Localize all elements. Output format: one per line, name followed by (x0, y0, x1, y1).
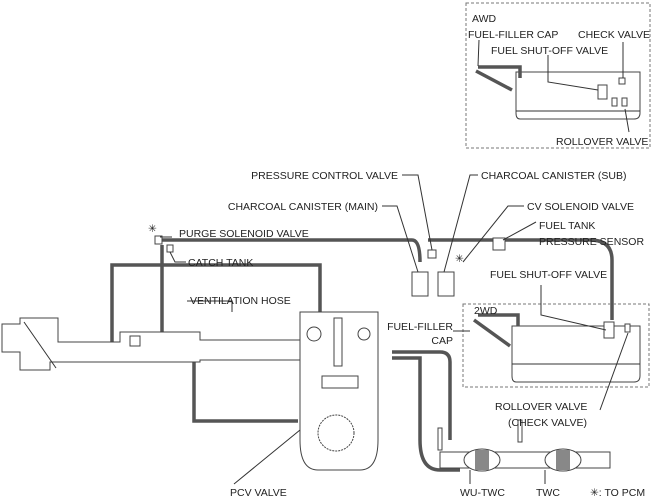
charcoal-canister-sub-shape (437, 271, 455, 297)
charcoal-canister-main-shape (411, 271, 429, 297)
wu-twc-label: WU-TWC (460, 487, 505, 499)
pressure-control-valve-shape (427, 249, 437, 259)
twowd-inset (462, 303, 650, 388)
purge-solenoid-valve-label: PURGE SOLENOID VALVE (179, 228, 309, 240)
fuel-filler-cap-label-2: CAP (431, 335, 453, 347)
rollover-valve-label-2: (CHECK VALVE) (508, 417, 587, 429)
purge-solenoid-valve-shape (154, 235, 163, 245)
awd-fuel-filler-cap-label: FUEL-FILLER CAP (468, 29, 558, 41)
awd-fuel-shutoff-valve-shape (597, 84, 608, 100)
throttle-sensor (129, 335, 141, 347)
fuel-filler-cap-label-1: FUEL-FILLER (387, 321, 453, 333)
catch-tank-shape (166, 244, 174, 253)
fuel-shutoff-valve-label: FUEL SHUT-OFF VALVE (490, 269, 607, 281)
intake-duct (1, 317, 301, 371)
canisters: ✳ ✳ (148, 223, 506, 297)
ventilation-hose-label: VENTILATION HOSE (190, 295, 291, 307)
cv-solenoid-valve-label: CV SOLENOID VALVE (527, 201, 634, 213)
awd-check-valve-label: CHECK VALVE (578, 29, 650, 41)
catch-tank-label: CATCH TANK (188, 257, 253, 269)
leader-lines (160, 174, 629, 485)
awd-inset: AWD FUEL-FILLER CAP CHECK VALVE FUEL SHU… (465, 2, 651, 149)
twc-label: TWC (536, 487, 560, 499)
charcoal-canister-sub-label: CHARCOAL CANISTER (SUB) (481, 170, 626, 182)
awd-rollover-valve-label: ROLLOVER VALVE (556, 136, 648, 148)
to-pcm-legend: ✳: TO PCM (590, 487, 645, 499)
fuel-tank-pressure-sensor-shape (492, 237, 506, 251)
awd-fuel-shutoff-valve-label: FUEL SHUT-OFF VALVE (491, 45, 608, 57)
cv-solenoid-pcm-mark: ✳ (455, 253, 464, 265)
pressure-control-valve-label: PRESSURE CONTROL VALVE (251, 170, 398, 182)
fuel-tank-pressure-sensor-label-2: PRESSURE SENSOR (539, 236, 644, 248)
awd-label: AWD (472, 13, 497, 25)
rollover-valve-shape (624, 323, 631, 333)
fuel-tank (511, 325, 641, 383)
engine (299, 311, 379, 471)
fuel-tank-pressure-sensor-label-1: FUEL TANK (539, 220, 595, 232)
pcv-valve-label: PCV VALVE (230, 487, 287, 499)
awd-fuel-tank (515, 71, 641, 120)
labels: PRESSURE CONTROL VALVE CHARCOAL CANISTER… (179, 170, 645, 499)
charcoal-canister-main-label: CHARCOAL CANISTER (MAIN) (228, 201, 378, 213)
purge-pcm-mark: ✳ (148, 223, 157, 235)
pipes (1, 238, 614, 472)
twowd-label: 2WD (474, 305, 498, 317)
rollover-valve-label-1: ROLLOVER VALVE (495, 401, 587, 413)
